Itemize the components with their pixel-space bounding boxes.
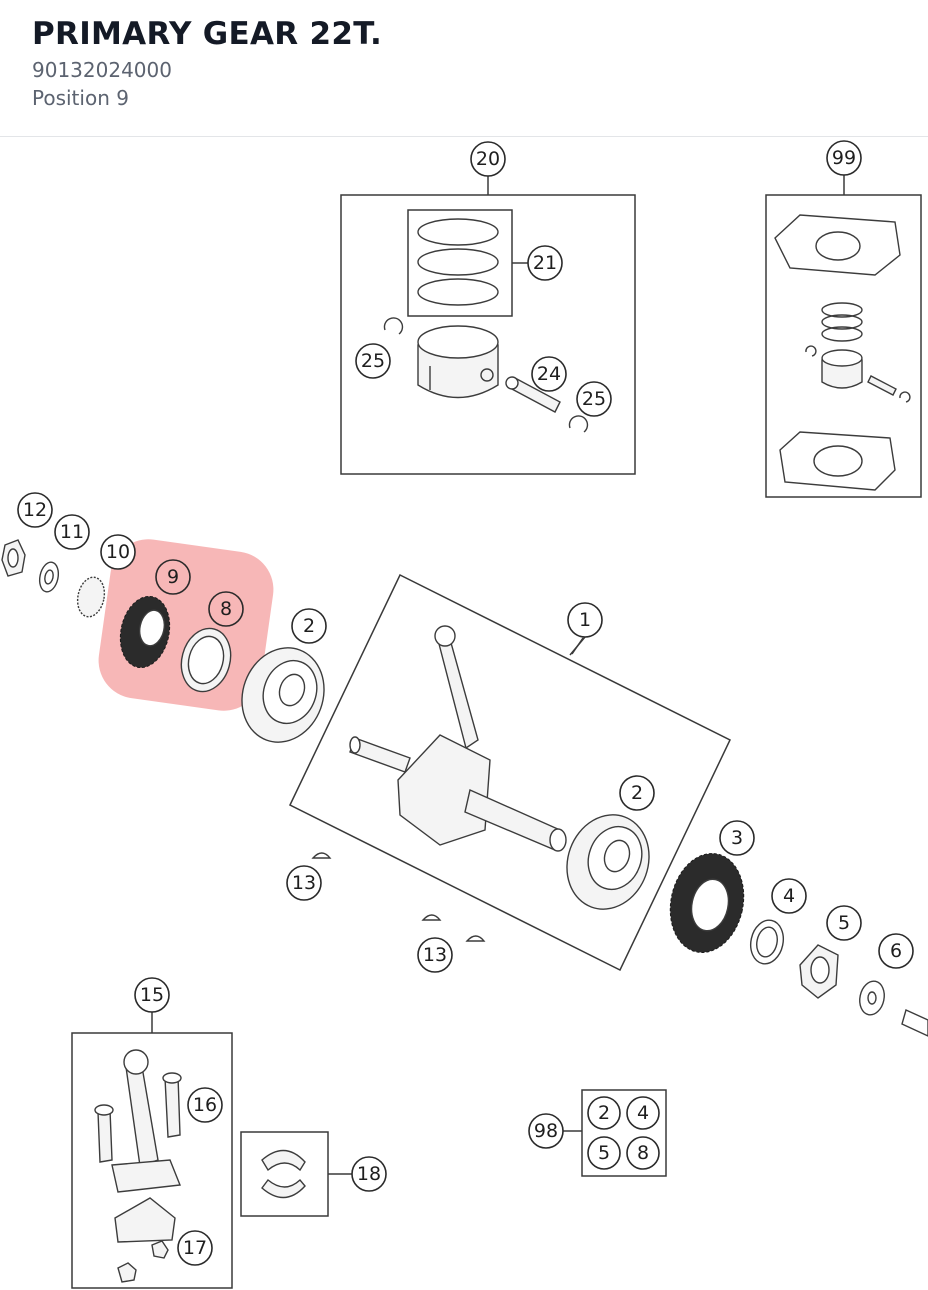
svg-text:11: 11 [60, 521, 84, 543]
callout-13-right[interactable]: 13 [417, 937, 453, 973]
svg-text:25: 25 [582, 388, 606, 410]
svg-text:18: 18 [357, 1163, 381, 1185]
svg-text:13: 13 [423, 944, 447, 966]
left-shaft-parts [1, 539, 232, 693]
svg-text:6: 6 [890, 940, 902, 962]
piston-group [340, 176, 636, 475]
crankshaft-group [289, 573, 731, 972]
svg-text:99: 99 [832, 147, 856, 169]
main-bearing-left [241, 647, 325, 743]
callout-25-left[interactable]: 25 [355, 343, 391, 379]
svg-text:16: 16 [193, 1094, 217, 1116]
svg-text:98: 98 [534, 1120, 558, 1142]
svg-text:13: 13 [292, 872, 316, 894]
callout-18[interactable]: 18 [351, 1156, 387, 1192]
callout-11[interactable]: 11 [54, 514, 90, 550]
callout-10[interactable]: 10 [100, 534, 136, 570]
svg-text:2: 2 [598, 1102, 610, 1124]
callout-1[interactable]: 1 [567, 602, 603, 638]
svg-text:12: 12 [23, 499, 47, 521]
right-shaft-parts [669, 853, 928, 1037]
svg-text:2: 2 [631, 782, 643, 804]
group-box-1 [289, 573, 731, 972]
main-bearing-right [566, 814, 650, 910]
kit-item-8[interactable]: 8 [626, 1136, 660, 1170]
callout-8[interactable]: 8 [208, 591, 244, 627]
svg-text:8: 8 [637, 1142, 649, 1164]
svg-text:4: 4 [637, 1102, 649, 1124]
callout-12[interactable]: 12 [17, 492, 53, 528]
exploded-parts-diagram: 20 21 25 24 25 99 12 11 10 9 8 2 1 2 3 4… [1, 140, 928, 1289]
kit-item-5[interactable]: 5 [587, 1136, 621, 1170]
group-box-18 [240, 1131, 329, 1217]
callout-5[interactable]: 5 [826, 905, 862, 941]
svg-text:1: 1 [579, 609, 591, 631]
svg-text:25: 25 [361, 350, 385, 372]
callout-6[interactable]: 6 [878, 933, 914, 969]
svg-text:5: 5 [838, 912, 850, 934]
callout-98[interactable]: 98 [528, 1113, 564, 1149]
part-title: PRIMARY GEAR 22T. [32, 16, 383, 52]
svg-text:9: 9 [167, 566, 179, 588]
callout-24[interactable]: 24 [531, 356, 567, 392]
svg-text:10: 10 [106, 541, 130, 563]
callout-13-left[interactable]: 13 [286, 865, 322, 901]
callout-2-right[interactable]: 2 [619, 775, 655, 811]
callout-25-right[interactable]: 25 [576, 381, 612, 417]
gasket-kit-group [765, 175, 922, 498]
callout-16[interactable]: 16 [187, 1087, 223, 1123]
svg-text:17: 17 [183, 1237, 207, 1259]
bearing-shell-group [240, 1131, 352, 1217]
svg-text:24: 24 [537, 363, 561, 385]
callout-21[interactable]: 21 [527, 245, 563, 281]
kit-item-2[interactable]: 2 [587, 1096, 621, 1130]
callout-2-left[interactable]: 2 [291, 608, 327, 644]
svg-text:4: 4 [783, 885, 795, 907]
woodruff-keys [311, 852, 486, 942]
part-number: 90132024000 [32, 58, 172, 82]
svg-text:2: 2 [303, 615, 315, 637]
svg-text:15: 15 [140, 984, 164, 1006]
callout-3[interactable]: 3 [719, 820, 755, 856]
callout-20[interactable]: 20 [470, 141, 506, 177]
callout-99[interactable]: 99 [826, 140, 862, 176]
callout-4[interactable]: 4 [771, 878, 807, 914]
callout-17[interactable]: 17 [177, 1230, 213, 1266]
kit-item-4[interactable]: 4 [626, 1096, 660, 1130]
bearing-kit-group [563, 1089, 667, 1177]
group-box-98 [581, 1089, 667, 1177]
svg-text:8: 8 [220, 598, 232, 620]
callout-15[interactable]: 15 [134, 977, 170, 1013]
svg-text:20: 20 [476, 148, 500, 170]
conrod-kit-group [71, 1012, 233, 1289]
svg-text:3: 3 [731, 827, 743, 849]
svg-text:21: 21 [533, 252, 557, 274]
svg-text:5: 5 [598, 1142, 610, 1164]
callout-9[interactable]: 9 [155, 559, 191, 595]
part-header: PRIMARY GEAR 22T. 90132024000 Position 9 [0, 0, 928, 137]
part-position: Position 9 [32, 86, 129, 110]
